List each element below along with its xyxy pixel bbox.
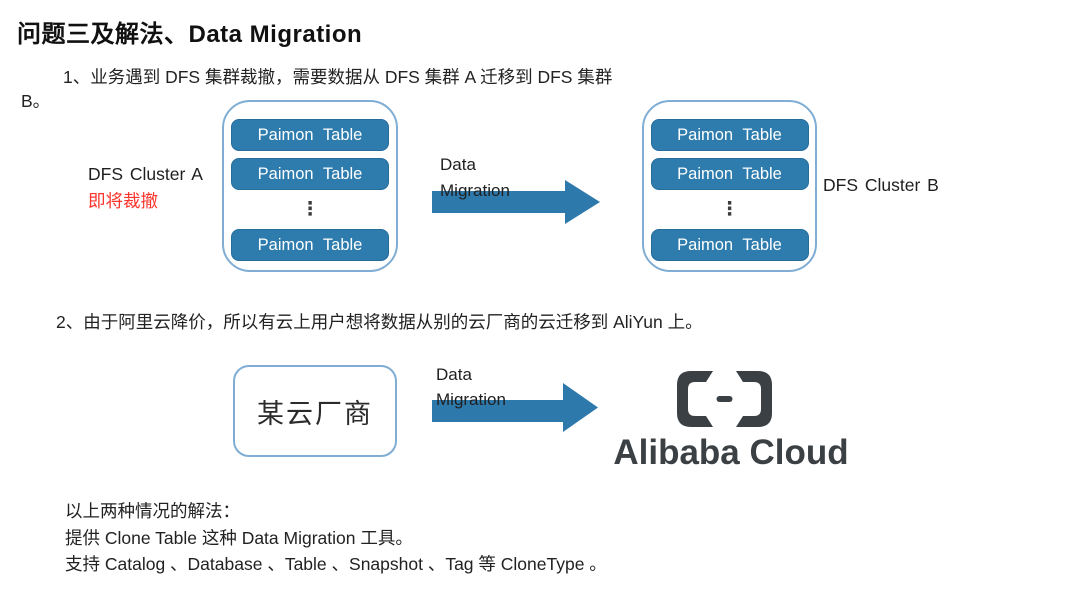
paimon-table-box: Paimon Table (650, 229, 809, 261)
migration-arrow-1 (432, 180, 600, 224)
section1-text-line1: 1、业务遇到 DFS 集群裁撤，需要数据从 DFS 集群 A 迁移到 DFS 集… (63, 67, 613, 87)
migration-arrow-2-label: Data Migration (436, 362, 506, 412)
cluster-a-status-note: 即将裁撤 (88, 191, 158, 211)
alibaba-cloud-logo-icon (677, 371, 772, 427)
arrow-label-line1: Data (436, 365, 472, 384)
vertical-ellipsis: ⋮ (300, 199, 320, 220)
cluster-a-label: DFS Cluster A (88, 164, 203, 184)
section2-text: 2、由于阿里云降价，所以有云上用户想将数据从别的云厂商的云迁移到 AliYun … (56, 312, 703, 332)
arrow-label-line2: Migration (440, 181, 510, 200)
cloud-vendor-box: 某云厂商 (233, 365, 397, 457)
paimon-table-box: Paimon Table (231, 229, 389, 261)
section1-text-line2: B。 (21, 91, 51, 111)
migration-arrow-2 (432, 383, 598, 432)
dfs-cluster-a-container: Paimon Table Paimon Table ⋮ Paimon Table (222, 100, 398, 272)
paimon-table-box: Paimon Table (231, 119, 389, 151)
alibaba-cloud-logo-text: Alibaba Cloud (613, 433, 849, 472)
cluster-b-label: DFS Cluster B (823, 175, 939, 195)
solution-line-1: 以上两种情况的解法： (65, 501, 240, 521)
paimon-table-box: Paimon Table (650, 119, 809, 151)
solution-line-2: 提供 Clone Table 这种 Data Migration 工具。 (65, 528, 413, 548)
paimon-table-box: Paimon Table (231, 158, 389, 190)
paimon-table-box: Paimon Table (650, 158, 809, 190)
cloud-vendor-label: 某云厂商 (257, 398, 373, 429)
solution-line-3: 支持 Catalog 、Database 、Table 、Snapshot 、T… (65, 554, 607, 574)
vertical-ellipsis: ⋮ (720, 199, 739, 220)
arrow-label-line2: Migration (436, 390, 506, 409)
page-title: 问题三及解法、Data Migration (17, 21, 363, 48)
arrow-label-line1: Data (440, 155, 476, 174)
dfs-cluster-b-container: Paimon Table Paimon Table ⋮ Paimon Table (642, 100, 817, 272)
migration-arrow-1-label: Data Migration (440, 152, 510, 204)
